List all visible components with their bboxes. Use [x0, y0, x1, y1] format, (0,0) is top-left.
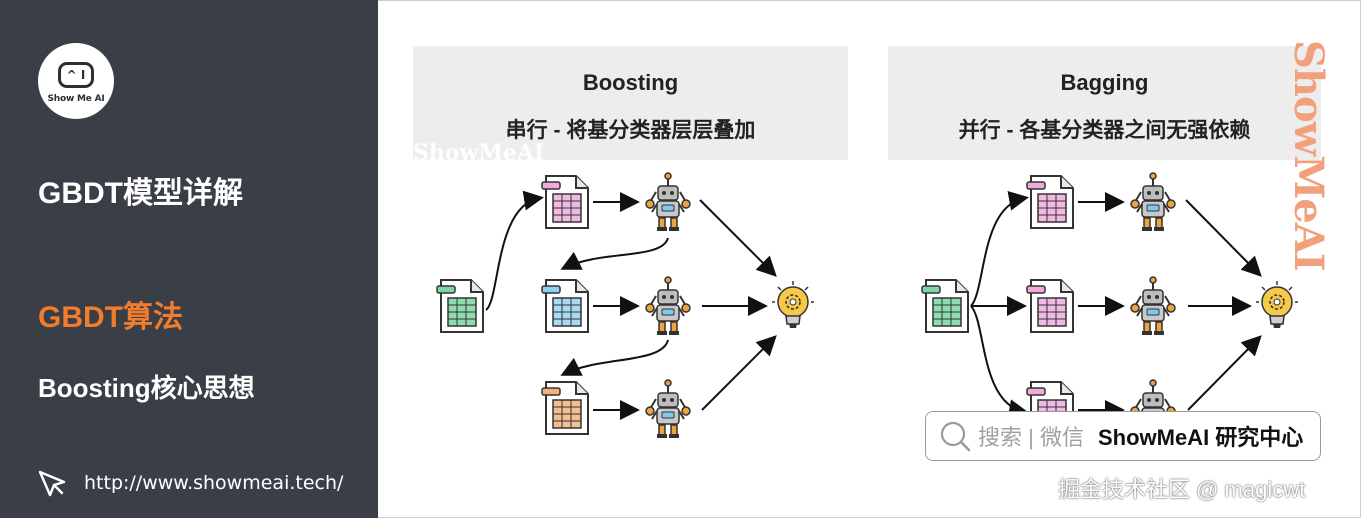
robot-face-icon: ^ I	[58, 62, 94, 88]
boosting-robot-2-icon	[645, 276, 691, 336]
bagging-doc-2-icon	[1026, 279, 1074, 333]
boosting-arrow-robot3-result	[701, 335, 777, 411]
boosting-arrow-input-to-doc1	[485, 190, 544, 311]
boosting-arrow-robot1-result	[699, 199, 777, 277]
bagging-doc-1-icon	[1026, 175, 1074, 229]
boosting-robot-3-icon	[645, 379, 691, 439]
watermark-vertical: ShowMeAI	[1285, 40, 1332, 271]
cursor-pointer-icon	[38, 470, 66, 497]
boosting-doc-1-icon	[541, 175, 589, 229]
search-brand: ShowMeAI 研究中心	[1097, 425, 1304, 450]
search-icon	[940, 421, 971, 452]
logo-text: Show Me AI	[47, 94, 105, 104]
bagging-robot-2-icon	[1130, 276, 1176, 336]
boosting-arrow-robot1-doc2	[560, 237, 669, 270]
boosting-subtitle: 串行 - 将基分类器层层叠加	[505, 119, 756, 142]
bagging-diagram	[921, 172, 1299, 439]
website-url: http://www.showmeai.tech/	[84, 472, 344, 494]
boosting-doc-2-icon	[541, 279, 589, 333]
bagging-input-document-icon	[921, 279, 969, 333]
bagging-arrow-input-to-doc1	[970, 190, 1029, 307]
search-placeholder: 搜索 | 微信	[978, 425, 1084, 450]
boosting-doc-3-icon	[541, 381, 589, 435]
bagging-subtitle: 并行 - 各基分类器之间无强依赖	[958, 119, 1251, 142]
boosting-title: Boosting	[582, 70, 679, 95]
bagging-robot-1-icon	[1130, 172, 1176, 232]
showmeai-logo[interactable]: ^ I Show Me AI	[38, 43, 114, 119]
search-box[interactable]: 搜索 | 微信 ShowMeAI 研究中心	[925, 411, 1321, 461]
page-title: GBDT模型详解	[38, 177, 243, 210]
website-link[interactable]: http://www.showmeai.tech/	[36, 468, 343, 498]
section-title: GBDT算法	[38, 301, 183, 334]
boosting-result-lightbulb-icon	[771, 280, 815, 329]
sidebar: ^ I Show Me AI GBDT模型详解 GBDT算法 Boosting核…	[0, 0, 378, 518]
footer-credit: 掘金技术社区 @ magicwt	[1058, 477, 1306, 502]
bagging-result-lightbulb-icon	[1255, 280, 1299, 329]
bagging-header: Bagging 并行 - 各基分类器之间无强依赖	[888, 46, 1321, 160]
section-subtitle: Boosting核心思想	[38, 373, 255, 403]
watermark-small: ShowMeAI	[413, 140, 545, 166]
bagging-arrow-input-to-doc3	[970, 305, 1029, 420]
boosting-robot-1-icon	[645, 172, 691, 232]
bagging-arrow-robot3-result	[1187, 335, 1262, 411]
bagging-title: Bagging	[1060, 70, 1149, 95]
boosting-diagram	[436, 172, 815, 439]
boosting-input-document-icon	[436, 279, 484, 333]
boosting-arrow-robot2-doc3	[560, 339, 669, 376]
boosting-header: Boosting 串行 - 将基分类器层层叠加	[413, 46, 848, 160]
bagging-arrow-robot1-result	[1185, 199, 1262, 277]
